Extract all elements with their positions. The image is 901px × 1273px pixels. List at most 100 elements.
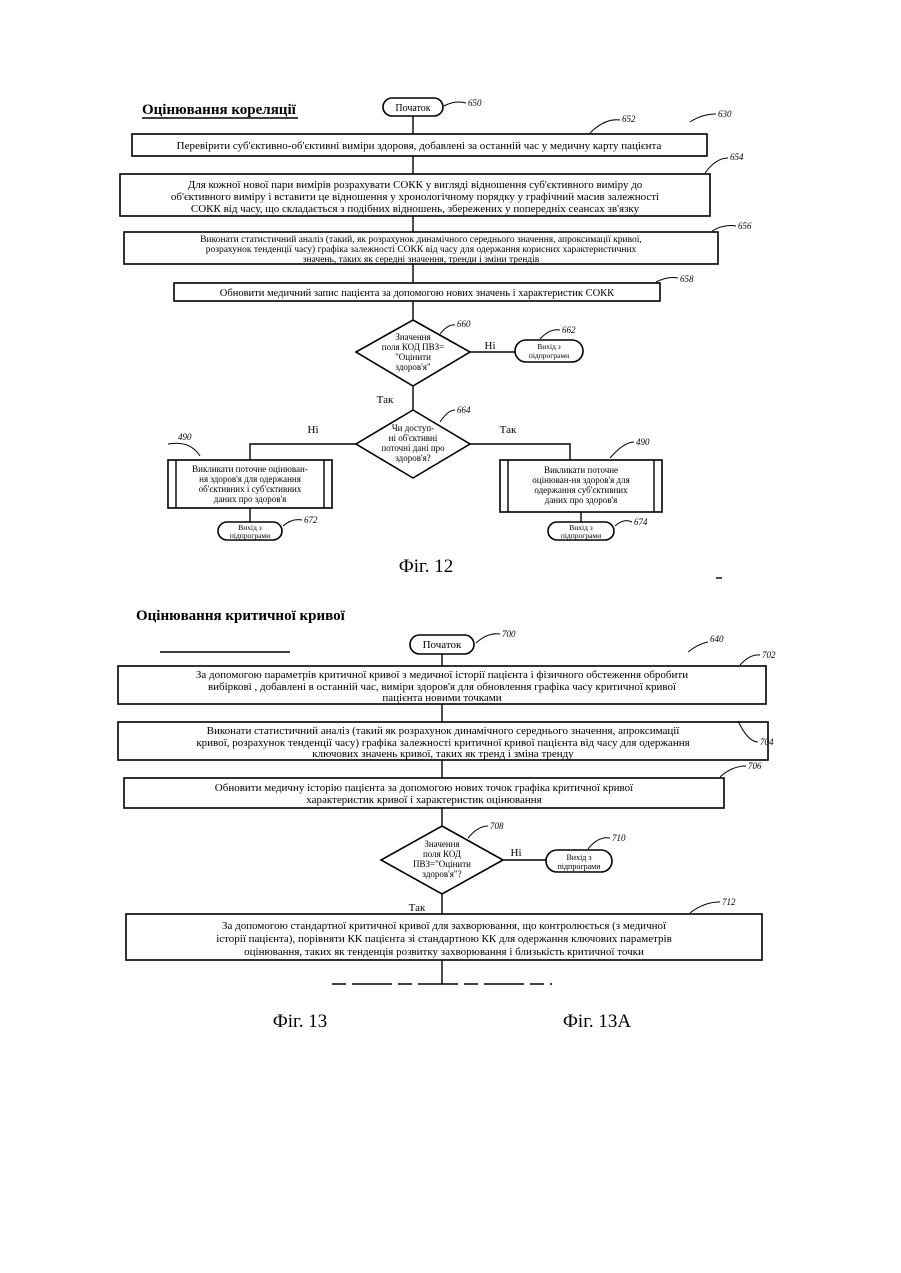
step-right-line-1: Викликати поточне: [544, 465, 618, 475]
step-706-line-1: Обновити медичну історію пацієнта за доп…: [215, 782, 634, 794]
ref-490-left: 490: [178, 432, 192, 442]
decision-708-line-2: поля КОД: [423, 849, 461, 859]
ref-672-leader: [283, 520, 302, 526]
step-left-line-1: Викликати поточне оцінюван-: [192, 464, 308, 474]
ref-658: 658: [680, 274, 694, 284]
step-704-line-1: Виконати статистичний аналіз (такий як р…: [207, 725, 681, 737]
ref-652-leader: [590, 120, 620, 133]
label-no: Ні: [485, 340, 496, 352]
step-left-line-4: даних про здоров'я: [214, 494, 287, 504]
fig12-exit-662: Вихід з підпрограми: [515, 340, 583, 362]
step-654-line-1: Для кожної нової пари вимірів розрахуват…: [188, 179, 643, 191]
step-656-line-1: Виконати статистичний аналіз (такий, як …: [200, 234, 642, 245]
ref-674: 674: [634, 517, 648, 527]
fig12-exit-672: Вихід з підпрограми: [218, 522, 282, 540]
ref-662-leader: [540, 330, 560, 339]
ref-664: 664: [457, 405, 471, 415]
label-yes: Так: [500, 424, 517, 436]
label-yes: Так: [409, 902, 426, 914]
step-702-line-3: пацієнта новими точками: [382, 692, 501, 704]
exit-672-line-2: підпрограми: [230, 531, 270, 540]
connector: [250, 444, 356, 460]
fig12-step-654: Для кожної нової пари вимірів розрахуват…: [120, 174, 710, 216]
decision-708-line-1: Значення: [424, 839, 459, 849]
step-702-line-1: За допомогою параметрів критичної кривої…: [196, 669, 688, 681]
fig13-caption: Фіг. 13: [273, 1011, 327, 1032]
step-656-line-3: значень, таких як середні значення, трен…: [303, 255, 540, 265]
ref-660-leader: [440, 325, 455, 334]
fig13-start-terminal: Початок: [410, 635, 474, 654]
connector: [470, 444, 570, 460]
ref-650: 650: [468, 98, 482, 108]
decision-664-line-1: Чи доступ-: [392, 423, 434, 433]
figure-12: Оцінювання кореляції 630 Початок 650 Пер…: [120, 98, 752, 578]
exit-662-line-1: Вихід з: [537, 342, 561, 351]
step-654-line-2: об'єктивного виміру і вставити це віднош…: [171, 191, 659, 203]
ref-490-left-leader: [168, 443, 200, 456]
label-no: Ні: [511, 847, 522, 859]
fig13-step-706: Обновити медичну історію пацієнта за доп…: [124, 778, 724, 808]
fig12-step-right-490: Викликати поточне оцінюван-ня здоров'я д…: [500, 460, 662, 512]
decision-660-line-3: "Оцінити: [395, 352, 431, 362]
fig12-decision-664: Чи доступ- ні об'єктивні поточні дані пр…: [356, 410, 470, 478]
fig13-step-712: За допомогою стандартної критичної криво…: [126, 914, 762, 960]
ref-702: 702: [762, 650, 776, 660]
step-712-line-2: історії пацієнта), порівняти КК пацієнта…: [216, 933, 672, 945]
fig13-decision-708: Значення поля КОД ПВЗ="Оцінити здоров'я"…: [381, 826, 503, 894]
step-656-line-2: розрахунок тенденції часу) графіка залеж…: [206, 244, 637, 255]
ref-640-leader: [688, 642, 708, 652]
ref-640: 640: [710, 634, 724, 644]
ref-672: 672: [304, 515, 318, 525]
fig13-step-704: Виконати статистичний аналіз (такий як р…: [118, 722, 768, 760]
fig12-decision-660: Значення поля КОД ПВЗ= "Оцінити здоров'я…: [356, 320, 470, 386]
ref-630: 630: [718, 109, 732, 119]
ref-710: 710: [612, 833, 626, 843]
decision-708-line-3: ПВЗ="Оцінити: [413, 859, 471, 869]
step-712-line-1: За допомогою стандартної критичної криво…: [222, 920, 667, 932]
ref-650-leader: [444, 102, 466, 106]
label-no: Ні: [308, 424, 319, 436]
fig12-title: Оцінювання кореляції: [142, 102, 297, 118]
ref-490-right: 490: [636, 437, 650, 447]
decision-664-line-3: поточні дані про: [381, 443, 445, 453]
ref-656-leader: [712, 226, 736, 231]
ref-710-leader: [588, 838, 610, 849]
fig13-step-702: За допомогою параметрів критичної кривої…: [118, 666, 766, 704]
exit-710-line-1: Вихід з: [566, 853, 591, 862]
ref-664-leader: [440, 410, 455, 422]
ref-674-leader: [615, 521, 632, 526]
decision-660-line-4: здоров'я": [395, 362, 430, 372]
ref-712: 712: [722, 897, 736, 907]
fig13a-caption: Фіг. 13A: [563, 1011, 631, 1032]
step-704-line-3: ключових значень кривої, таких як тренд …: [312, 748, 574, 760]
ref-712-leader: [690, 902, 720, 913]
step-left-line-3: об'єктивних і суб'єктивних: [199, 484, 302, 494]
fig12-start-terminal: Початок: [383, 98, 443, 116]
step-712-line-3: оцінювання, таких як тенденція розвитку …: [244, 946, 644, 958]
step-right-line-2: оцінюван-ня здоров'я для: [532, 475, 629, 485]
decision-664-line-4: здоров'я?: [395, 453, 430, 463]
step-654-line-3: СОКК від часу, що складається з подібних…: [191, 203, 640, 215]
ref-708-leader: [468, 826, 488, 838]
fig12-caption: Фіг. 12: [399, 556, 453, 577]
fig13-start-label: Початок: [423, 639, 462, 651]
fig12-step-658: Обновити медичний запис пацієнта за допо…: [174, 283, 660, 301]
fig12-step-left-490: Викликати поточне оцінюван- ня здоров'я …: [168, 460, 332, 508]
ref-630-leader: [690, 114, 716, 122]
ref-662: 662: [562, 325, 576, 335]
fig12-step-656: Виконати статистичний аналіз (такий, як …: [124, 232, 718, 265]
step-652-line-1: Перевірити суб'єктивно-об'єктивні виміри…: [177, 140, 662, 152]
ref-706-leader: [720, 766, 746, 777]
fig13-exit-710: Вихід з підпрограми: [546, 850, 612, 872]
fig12-step-652: Перевірити суб'єктивно-об'єктивні виміри…: [132, 134, 707, 156]
ref-658-leader: [656, 278, 678, 283]
fig12-exit-674: Вихід з підпрограми: [548, 522, 614, 540]
ref-702-leader: [740, 655, 760, 665]
decision-664-line-2: ні об'єктивні: [389, 433, 438, 443]
ref-708: 708: [490, 821, 504, 831]
exit-662-line-2: підпрограми: [529, 351, 569, 360]
step-658-line-1: Обновити медичний запис пацієнта за допо…: [220, 288, 615, 299]
ref-652: 652: [622, 114, 636, 124]
